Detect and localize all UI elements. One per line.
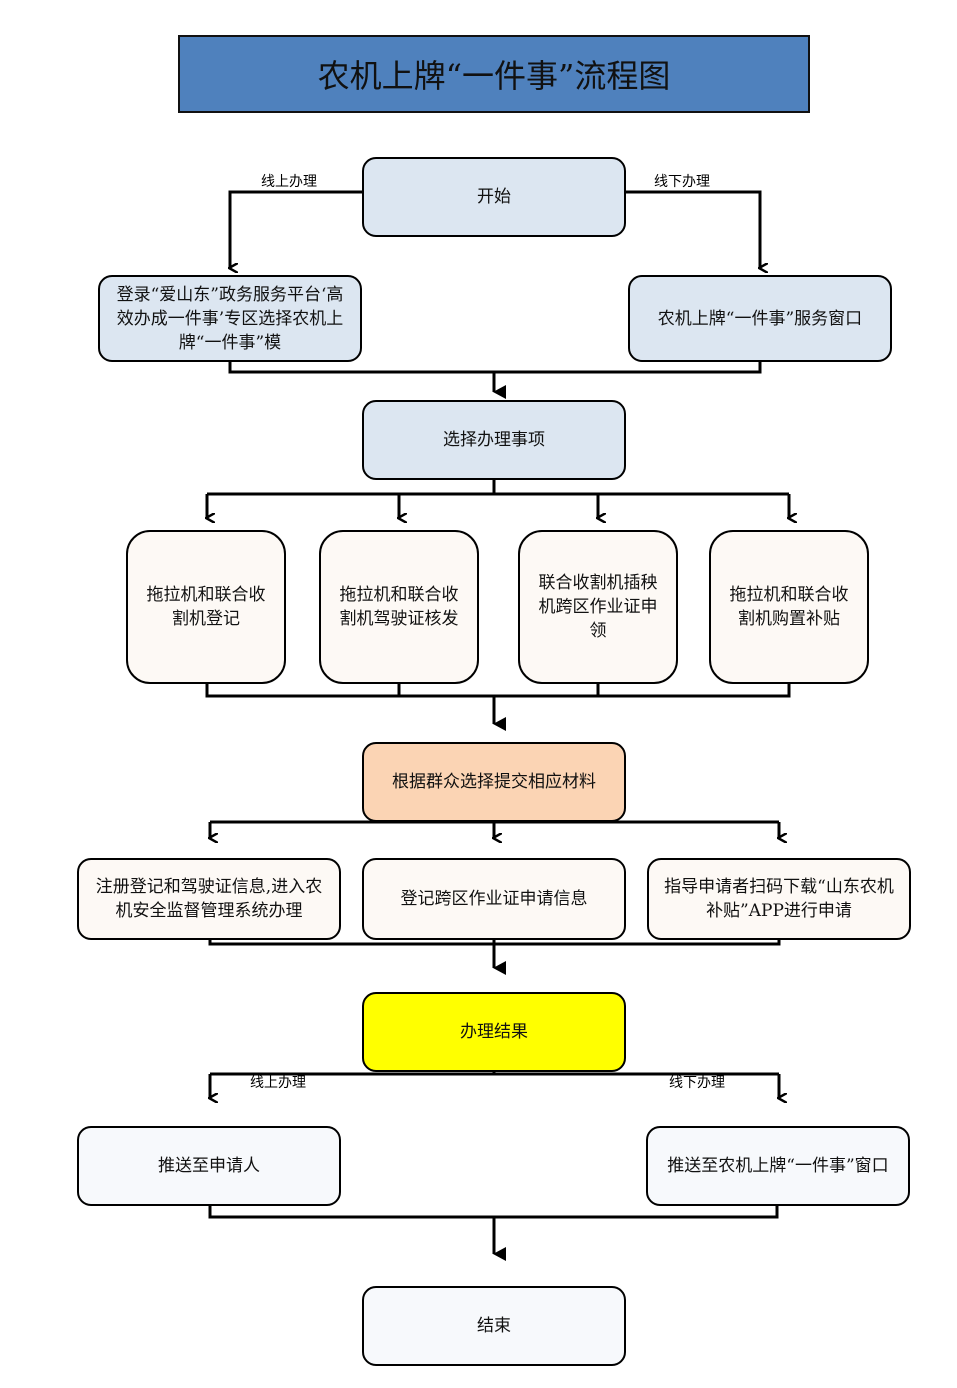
node-item-license: 拖拉机和联合收割机驾驶证核发 (319, 530, 479, 684)
connector-start-offline (626, 190, 760, 268)
page-title: 农机上牌“一件事”流程图 (178, 35, 810, 113)
connector-items-merge (205, 665, 791, 698)
node-system-register: 注册登记和驾驶证信息,进入农机安全监督管理系统办理 (77, 858, 341, 940)
label-online-top: 线上办理 (261, 174, 317, 190)
node-item-subsidy: 拖拉机和联合收割机购置补贴 (709, 530, 869, 684)
node-push-window: 推送至农机上牌“一件事”窗口 (646, 1126, 910, 1206)
label-online-bottom: 线上办理 (250, 1075, 306, 1091)
node-end: 结束 (362, 1286, 626, 1366)
label-offline-top: 线下办理 (654, 174, 710, 190)
node-select-items: 选择办理事项 (362, 400, 626, 480)
connector-start-online (230, 190, 362, 268)
node-start: 开始 (362, 157, 626, 237)
node-offline-entry: 农机上牌“一件事”服务窗口 (628, 275, 892, 362)
node-push-applicant: 推送至申请人 (77, 1126, 341, 1206)
node-item-cross-region: 联合收割机插秧机跨区作业证申领 (518, 530, 678, 684)
label-offline-bottom: 线下办理 (669, 1075, 725, 1091)
node-system-subsidy-app: 指导申请者扫码下载“山东农机补贴”APP进行申请 (647, 858, 911, 940)
node-system-cross-region: 登记跨区作业证申请信息 (362, 858, 626, 940)
node-submit-materials: 根据群众选择提交相应材料 (362, 742, 626, 822)
node-result: 办理结果 (362, 992, 626, 1072)
node-item-registration: 拖拉机和联合收割机登记 (126, 530, 286, 684)
node-online-entry: 登录“爱山东”政务服务平台‘高效办成一件事’专区选择农机上牌“一件事”模 (98, 275, 362, 362)
